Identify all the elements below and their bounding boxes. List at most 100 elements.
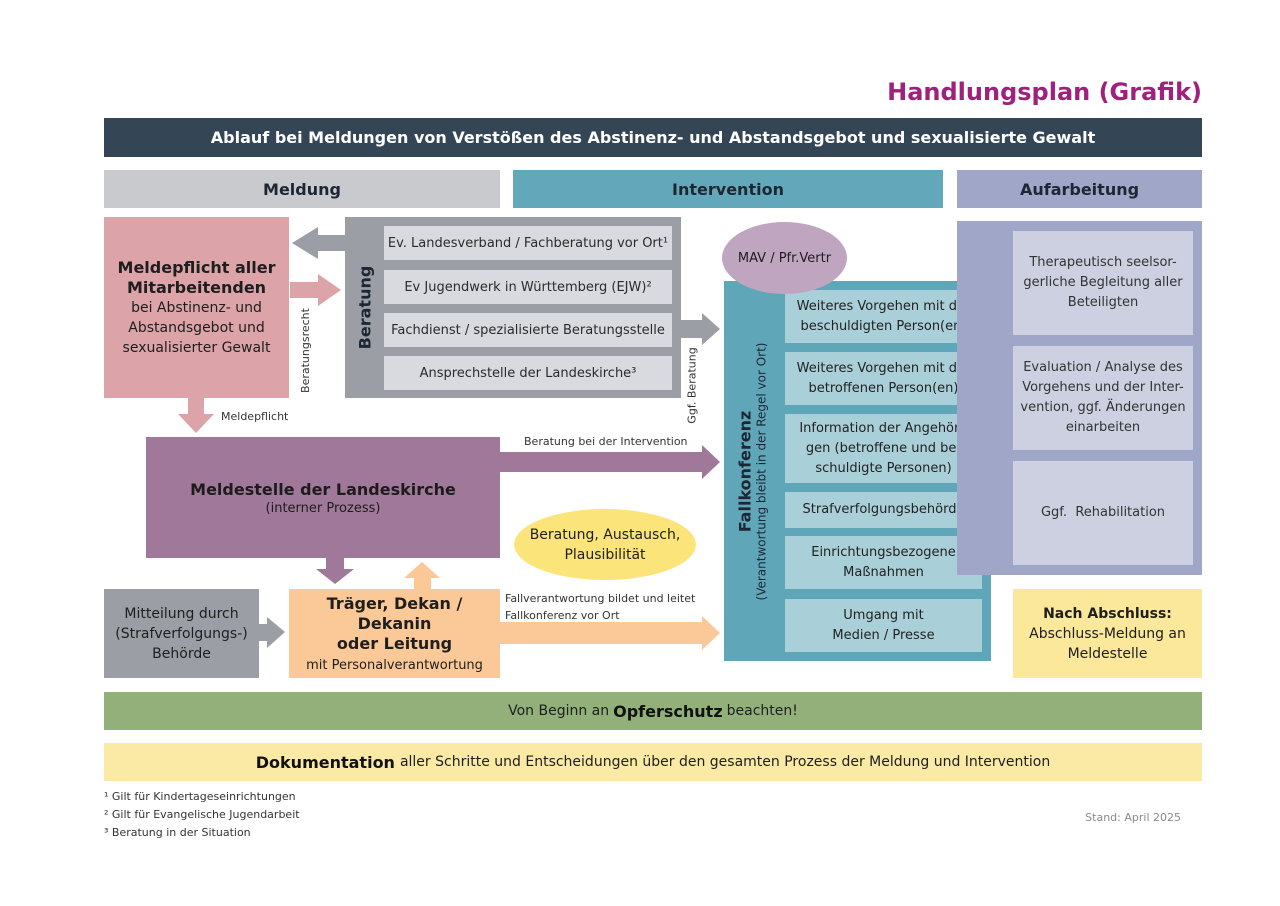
footnote: ³ Beratung in der Situation — [104, 826, 251, 839]
auf-item-line: Therapeutisch seelsor- — [1029, 255, 1177, 270]
opferschutz-post: beachten! — [726, 703, 798, 719]
fall-item-line: Weiteres Vorgehen mit der — [796, 360, 971, 376]
arrow-traeger-up — [404, 562, 440, 589]
auf-item-line: Ggf. Rehabilitation — [1040, 505, 1166, 520]
meldepflicht-title-2: Mitarbeitenden — [126, 277, 267, 297]
dokumentation-rest: aller Schritte und Entscheidungen über d… — [399, 754, 1051, 770]
meldepflicht-box: Meldepflicht aller Mitarbeitenden bei Ab… — [104, 217, 289, 398]
footnote: ² Gilt für Evangelische Jugendarbeit — [104, 808, 300, 821]
arrow-traeger-to-fallkonferenz — [500, 616, 720, 650]
aufarbeitung-item: Ggf. Rehabilitation — [1013, 461, 1193, 565]
abschluss-box: Nach Abschluss: Abschluss-Meldung an Mel… — [1013, 589, 1202, 678]
traeger-line-2: oder Leitung — [336, 634, 453, 653]
beratung-item: Ansprechstelle der Landeskirche³ — [384, 356, 672, 390]
column-label-aufarbeitung: Aufarbeitung — [1019, 179, 1140, 199]
fallkonferenz-title: Fallkonferenz — [735, 410, 755, 532]
mitteilung-line-3: Behörde — [152, 645, 211, 662]
meldestelle-title: Meldestelle der Landeskirche — [190, 479, 456, 499]
mav-ellipse: MAV / Pfr.Vertr — [722, 222, 847, 294]
column-label-intervention: Intervention — [672, 179, 784, 199]
fall-item-line: betroffenen Person(en) — [808, 380, 959, 396]
fallverantwortung-line-2: Fallkonferenz vor Ort — [505, 609, 620, 622]
fall-item-line: Weiteres Vorgehen mit der — [796, 298, 971, 314]
austausch-line-2: Plausibilität — [564, 546, 646, 563]
fall-item-line: Maßnahmen — [843, 564, 924, 580]
austausch-line-1: Beratung, Austausch, — [529, 526, 681, 543]
beratung-label-text: Beratung — [355, 265, 375, 350]
mitteilung-box: Mitteilung durch (Strafverfolgungs-) Beh… — [104, 589, 259, 678]
meldepflicht-line-1: bei Abstinenz- und — [131, 299, 262, 316]
stand-date: Stand: April 2025 — [1085, 811, 1181, 824]
auf-item-line: Beteiligten — [1067, 295, 1139, 310]
beratung-item: Ev. Landesverband / Fachberatung vor Ort… — [384, 226, 672, 260]
mitteilung-line-1: Mitteilung durch — [124, 605, 239, 622]
fall-item-line: gen (betroffene und be- — [805, 440, 962, 456]
footnote: ¹ Gilt für Kindertageseinrichtungen — [104, 790, 296, 803]
abschluss-line-1: Abschluss-Meldung an — [1029, 625, 1186, 642]
auf-item-line: Evaluation / Analyse des — [1023, 360, 1183, 375]
meldestelle-box: Meldestelle der Landeskirche (interner P… — [146, 437, 500, 558]
arrow-mitteilung-to-traeger — [259, 617, 285, 648]
fall-item-line: Information der Angehöri- — [799, 420, 968, 436]
column-header-aufarbeitung: Aufarbeitung — [957, 170, 1202, 208]
meldepflicht-line-3: sexualisierter Gewalt — [122, 339, 271, 356]
header-banner: Ablauf bei Meldungen von Verstößen des A… — [104, 118, 1202, 157]
auf-item-line: vention, ggf. Änderungen — [1020, 400, 1186, 415]
arrow-beratung-to-fallkonferenz — [681, 313, 720, 345]
dokumentation-bold: Dokumentation — [255, 752, 395, 772]
auf-item-line: einarbeiten — [1065, 420, 1141, 435]
fall-item-line: beschuldigten Person(en) — [800, 318, 967, 334]
column-label-meldung: Meldung — [263, 179, 341, 199]
beratungsrecht-text: Beratungsrecht — [298, 307, 312, 393]
fallverantwortung-line-1: Fallverantwortung bildet und leitet — [505, 592, 696, 605]
fallkonferenz-item: Weiteres Vorgehen mit der betroffenen Per… — [785, 352, 982, 405]
meldestelle-subtitle: (interner Prozess) — [265, 500, 381, 516]
ggf-beratung-text: Ggf. Beratung — [685, 346, 699, 424]
fallkonferenz-label: Fallkonferenz (Verantwortung bleibt in d… — [724, 281, 780, 661]
fall-item-line: schuldigte Personen) — [815, 460, 952, 476]
abschluss-line-2: Meldestelle — [1067, 645, 1148, 662]
auf-item-line: gerliche Begleitung aller — [1023, 275, 1183, 290]
abschluss-title: Nach Abschluss: — [1043, 605, 1172, 622]
beratung-item: Ev Jugendwerk in Württemberg (EJW)² — [384, 270, 672, 304]
fall-item-line: Medien / Presse — [832, 627, 935, 643]
fallkonferenz-item: Weiteres Vorgehen mit der beschuldigten P… — [785, 290, 982, 343]
opferschutz-pre: Von Beginn an — [508, 703, 610, 719]
arrow-meldestelle-down — [316, 558, 354, 584]
traeger-line-3: mit Personalverantwortung — [306, 658, 483, 673]
fall-item-line: Umgang mit — [843, 607, 924, 623]
beratungsrecht-label: Beratungsrecht — [293, 307, 317, 393]
mitteilung-line-2: (Strafverfolgungs-) — [115, 625, 248, 642]
column-header-intervention: Intervention — [513, 170, 943, 208]
meldepflicht-label: Meldepflicht — [221, 410, 289, 423]
arrow-meldepflicht-to-beratung — [290, 274, 341, 306]
ggf-beratung-label: Ggf. Beratung — [680, 340, 704, 430]
column-header-meldung: Meldung — [104, 170, 500, 208]
meldepflicht-line-2: Abstandsgebot und — [128, 319, 265, 336]
fall-item-line: Einrichtungsbezogene — [811, 544, 956, 560]
beratung-label: Beratung — [345, 217, 385, 398]
dokumentation-bar: Dokumentation aller Schritte und Entsche… — [104, 743, 1202, 781]
banner-text: Ablauf bei Meldungen von Verstößen des A… — [210, 128, 1096, 147]
auf-item-line: Vorgehens und der Inter- — [1022, 380, 1184, 395]
arrow-meldestelle-to-fallkonferenz — [500, 445, 720, 479]
traeger-box: Träger, Dekan / Dekanin oder Leitung mit… — [289, 589, 500, 678]
beratung-item: Fachdienst / spezialisierte Beratungsste… — [384, 313, 672, 347]
arrow-beratung-to-meldepflicht — [292, 227, 345, 259]
page-title: Handlungsplan (Grafik) — [887, 78, 1202, 106]
fallkonferenz-item: Information der Angehöri-gen (betroffene… — [785, 414, 982, 483]
beratung-intervention-label: Beratung bei der Intervention — [524, 435, 688, 448]
arrow-meldepflicht-down — [178, 398, 214, 433]
fallverantwortung-label: Fallverantwortung bildet und leitet Fall… — [505, 590, 695, 624]
fallkonferenz-subtitle: (Verantwortung bleibt in der Regel vor O… — [754, 342, 769, 600]
opferschutz-bar: Von Beginn an Opferschutz beachten! — [104, 692, 1202, 730]
meldepflicht-title-1: Meldepflicht aller — [117, 257, 276, 277]
fall-item-line: Strafverfolgungsbehörde — [802, 502, 965, 517]
fallkonferenz-item: Strafverfolgungsbehörde — [785, 492, 982, 528]
aufarbeitung-item: Therapeutisch seelsor-gerliche Begleitun… — [1013, 231, 1193, 335]
opferschutz-bold: Opferschutz — [613, 701, 723, 721]
